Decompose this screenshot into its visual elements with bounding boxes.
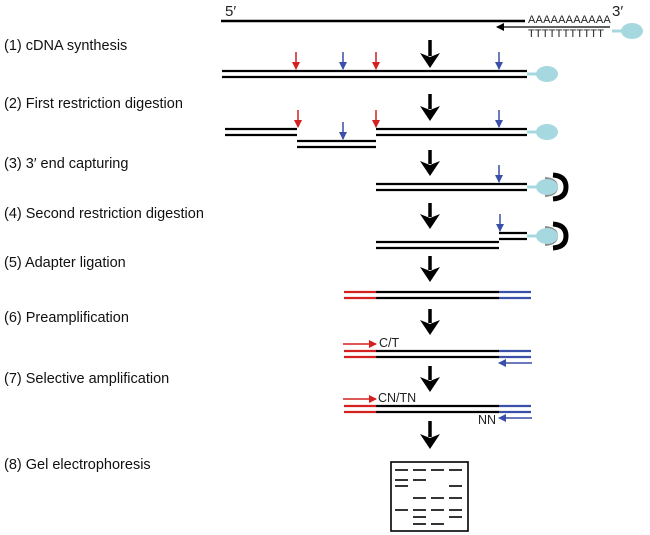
- down-arrow-icon: [420, 203, 440, 229]
- mrna-template: 5′ AAAAAAAAAAA 3′ TTTTTTTTTTT: [221, 3, 643, 40]
- step-label-preamplification: (6) Preamplification: [4, 310, 129, 326]
- gel-image: [390, 461, 469, 532]
- adapter-ligated-fragment: [344, 290, 531, 300]
- down-arrow-icon: [420, 421, 440, 449]
- step-label-3-prime-end-capturing: (3) 3′ end capturing: [4, 156, 129, 172]
- bead-icon: [621, 23, 643, 39]
- bead-icon: [536, 179, 558, 195]
- ds-cdna: [222, 52, 558, 82]
- selective-reverse-primer-label: NN: [478, 413, 496, 427]
- bead-icon: [536, 228, 558, 244]
- poly-a-tail: AAAAAAAAAAA: [528, 14, 611, 26]
- first-digestion-fragments: [225, 110, 558, 149]
- bead-icon: [536, 66, 558, 82]
- step-label-first-restriction-digestion: (2) First restriction digestion: [4, 96, 183, 112]
- down-arrow-icon: [420, 309, 440, 335]
- preamp-primer-label: C/T: [379, 336, 400, 350]
- down-arrow-icon: [420, 256, 440, 282]
- gel-bands: [395, 469, 462, 525]
- down-arrow-icon: [420, 366, 440, 392]
- three-prime-label: 3′: [612, 3, 623, 20]
- down-arrow-icon: [420, 40, 440, 68]
- step-label-second-restriction-digestion: (4) Second restriction digestion: [4, 206, 204, 222]
- process-arrows: [420, 40, 440, 449]
- captured-3-prime-fragment: [376, 165, 569, 202]
- magnet-icon: [552, 221, 569, 251]
- bead-icon: [536, 124, 558, 140]
- step-label-cdna-synthesis: (1) cDNA synthesis: [4, 38, 128, 54]
- preamplification-fragment: C/T: [343, 336, 532, 367]
- step-label-adapter-ligation: (5) Adapter ligation: [4, 255, 126, 271]
- down-arrow-icon: [420, 94, 440, 121]
- step-label-gel-electrophoresis: (8) Gel electrophoresis: [4, 457, 151, 473]
- magnet-icon: [552, 172, 569, 202]
- gel-frame: [390, 461, 469, 532]
- selective-forward-primer-label: CN/TN: [378, 391, 416, 405]
- selective-amplification-fragment: CN/TN NN: [343, 391, 532, 427]
- oligo-dt-primer: TTTTTTTTTTT: [528, 28, 604, 40]
- step-label-selective-amplification: (7) Selective amplification: [4, 371, 170, 387]
- down-arrow-icon: [420, 150, 440, 176]
- second-digestion-fragments: [376, 214, 569, 251]
- five-prime-label: 5′: [225, 3, 236, 20]
